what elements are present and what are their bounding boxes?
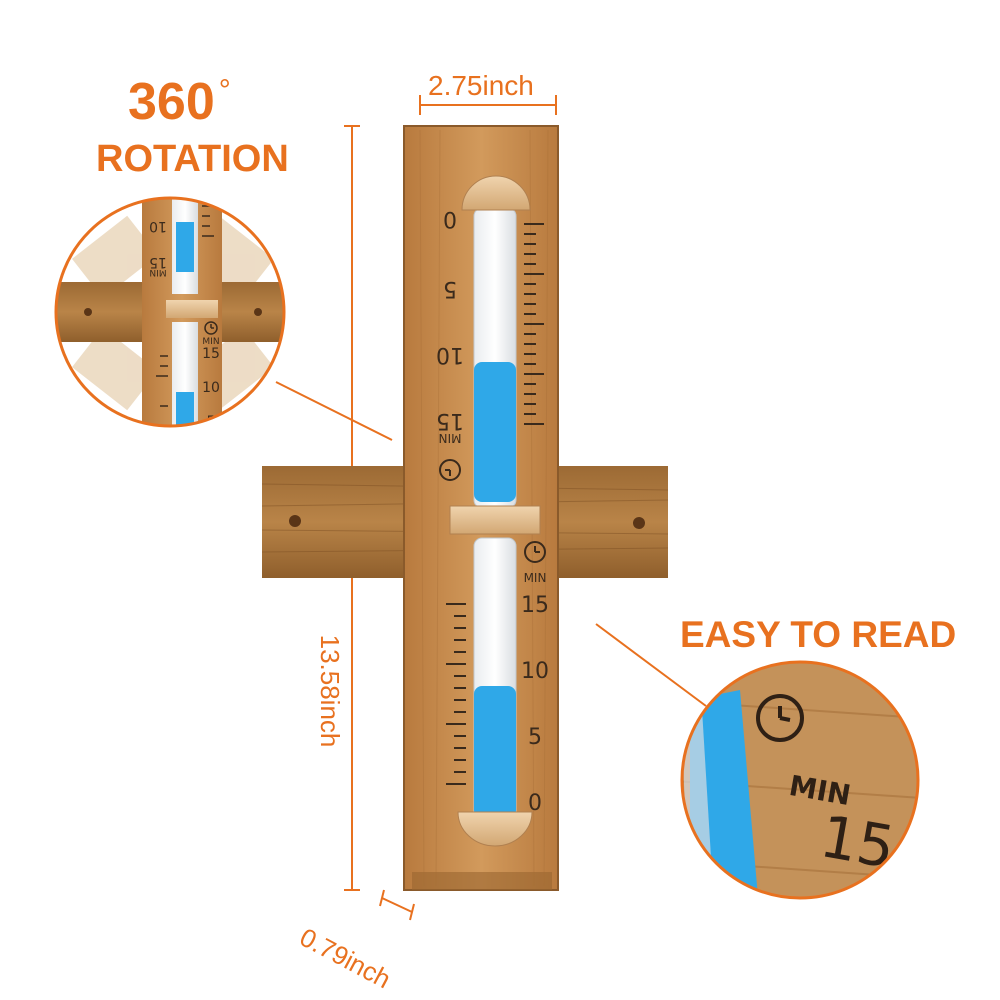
lower-tick-15: 15 xyxy=(521,593,549,618)
lower-unit: MIN xyxy=(524,571,547,585)
readability-inset: MIN 15 xyxy=(680,660,920,900)
sand-top xyxy=(474,362,516,502)
degree-symbol: ° xyxy=(218,74,231,107)
rotation-heading: ROTATION xyxy=(96,138,289,180)
lower-tick-5: 5 xyxy=(528,725,542,750)
clock-icon xyxy=(204,321,218,335)
screw-hole-right xyxy=(633,517,645,529)
upper-tick-10: 10 xyxy=(436,342,464,367)
upper-tick-0: 0 xyxy=(443,206,457,231)
inset-value: 15 xyxy=(815,802,899,882)
rotation-inset: 10 15 MIN MIN 15 10 5 xyxy=(54,196,286,428)
inset-lower-tick-15: 15 xyxy=(202,346,220,362)
upper-tick-5: 5 xyxy=(443,276,457,301)
inset-lower-unit: MIN xyxy=(202,337,219,347)
rotation-degrees-heading: 360° xyxy=(128,73,231,131)
inset-upper-unit: MIN xyxy=(149,267,166,277)
hourglass-board: 0 5 10 15 MIN MIN 15 10 5 0 xyxy=(403,125,559,891)
scale-ticks-lower xyxy=(446,603,466,785)
top-cap xyxy=(461,175,531,211)
clock-icon xyxy=(756,694,804,742)
upper-tick-15: 15 xyxy=(436,408,464,433)
bottom-cap xyxy=(457,811,533,847)
rotation-degrees-value: 360 xyxy=(128,73,215,131)
easy-to-read-heading: EASY TO READ xyxy=(680,614,957,655)
clock-icon xyxy=(524,541,546,563)
inset-lower-tick-10: 10 xyxy=(202,380,220,396)
scale-ticks-upper xyxy=(524,223,544,425)
screw-hole-left xyxy=(289,515,301,527)
lower-tick-10: 10 xyxy=(521,659,549,684)
upper-unit: MIN xyxy=(439,431,462,445)
center-clamp xyxy=(449,505,541,535)
sand-bottom xyxy=(474,686,516,818)
inset-upper-tick-10: 10 xyxy=(149,218,167,234)
height-dimension-label: 13.58inch xyxy=(315,634,345,748)
width-dimension-label: 2.75inch xyxy=(428,70,534,101)
lower-tick-0: 0 xyxy=(528,791,542,816)
clock-icon xyxy=(439,459,461,481)
inset-upper-tick-15: 15 xyxy=(149,254,167,270)
